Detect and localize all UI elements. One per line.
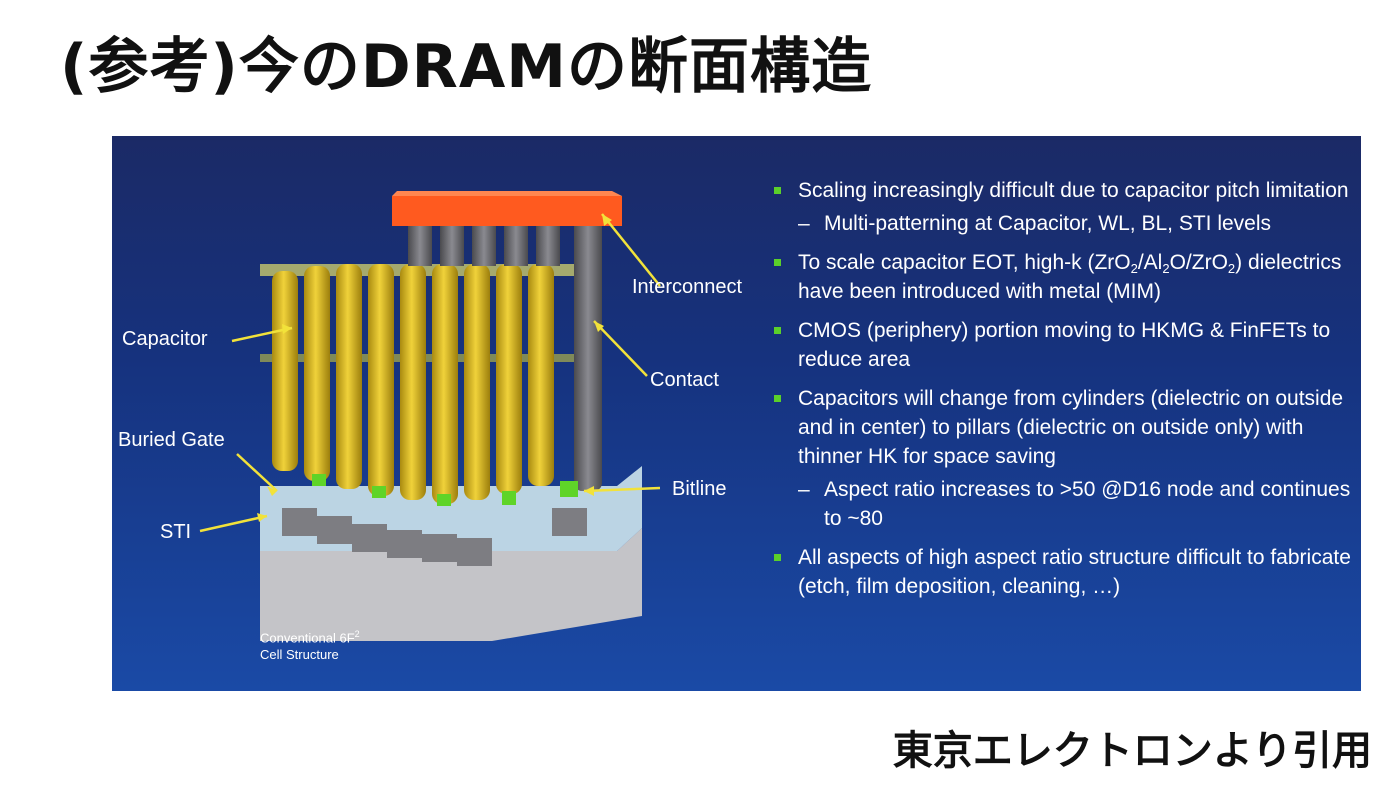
sub-bullet-item: Aspect ratio increases to >50 @D16 node …	[770, 475, 1355, 533]
bullet-text: Scaling increasingly difficult due to ca…	[798, 179, 1349, 202]
substrate-block	[260, 528, 642, 641]
sub-bullet-text: Aspect ratio increases to >50 @D16 node …	[824, 478, 1351, 530]
sub-bullet-item: Multi-patterning at Capacitor, WL, BL, S…	[770, 209, 1355, 238]
bullet-item: Scaling increasingly difficult due to ca…	[770, 176, 1355, 205]
bullet-item: To scale capacitor EOT, high-k (ZrO2/Al2…	[770, 248, 1355, 306]
source-credit: 東京エレクトロンより引用	[892, 728, 1372, 774]
label-buried-gate: Buried Gate	[118, 429, 225, 451]
sub-bullet-text: Multi-patterning at Capacitor, WL, BL, S…	[824, 212, 1272, 235]
subscript: 2	[1130, 261, 1138, 276]
label-capacitor: Capacitor	[122, 328, 208, 350]
bullet-text: To scale capacitor EOT, high-k (ZrO	[798, 251, 1131, 274]
bullet-list: Scaling increasingly difficult due to ca…	[770, 176, 1355, 601]
label-contact: Contact	[650, 369, 719, 391]
page-title: (参考)今のDRAMの断面構造	[60, 32, 872, 102]
bullet-text: CMOS (periphery) portion moving to HKMG …	[798, 319, 1331, 371]
slide-image: Interconnect Capacitor Contact Buried Ga…	[112, 136, 1361, 691]
dram-structure-illustration	[199, 191, 661, 641]
label-interconnect: Interconnect	[632, 276, 743, 298]
bitline-pads	[312, 474, 578, 506]
bullet-item: Capacitors will change from cylinders (d…	[770, 384, 1355, 471]
label-bitline: Bitline	[672, 478, 727, 500]
dram-cross-section-diagram: Interconnect Capacitor Contact Buried Ga…	[112, 136, 752, 691]
interconnect-bar	[392, 196, 622, 226]
bullet-text: Capacitors will change from cylinders (d…	[798, 387, 1344, 468]
caption-line1: Conventional 6F	[260, 630, 355, 646]
label-sti: STI	[160, 521, 192, 543]
bullet-text: /Al	[1137, 251, 1163, 274]
bullet-text: All aspects of high aspect ratio structu…	[798, 546, 1351, 598]
bullet-item: All aspects of high aspect ratio structu…	[770, 543, 1355, 601]
bullet-item: CMOS (periphery) portion moving to HKMG …	[770, 316, 1355, 374]
bullet-text: ) dielectrics have been introduced with …	[798, 251, 1342, 303]
diagram-caption: Conventional 6F2 Cell Structure	[260, 626, 360, 663]
caption-superscript: 2	[354, 629, 360, 639]
leader-arrowheads	[257, 214, 612, 522]
capacitor-pillars	[272, 264, 554, 504]
caption-line2: Cell Structure	[260, 647, 339, 663]
leader-lines	[199, 213, 661, 533]
interconnect-bar-top	[392, 191, 622, 196]
subscript: 2	[1227, 261, 1236, 276]
bullet-text: O/ZrO	[1169, 251, 1228, 274]
buried-gates	[282, 508, 587, 566]
subscript: 2	[1162, 261, 1170, 276]
